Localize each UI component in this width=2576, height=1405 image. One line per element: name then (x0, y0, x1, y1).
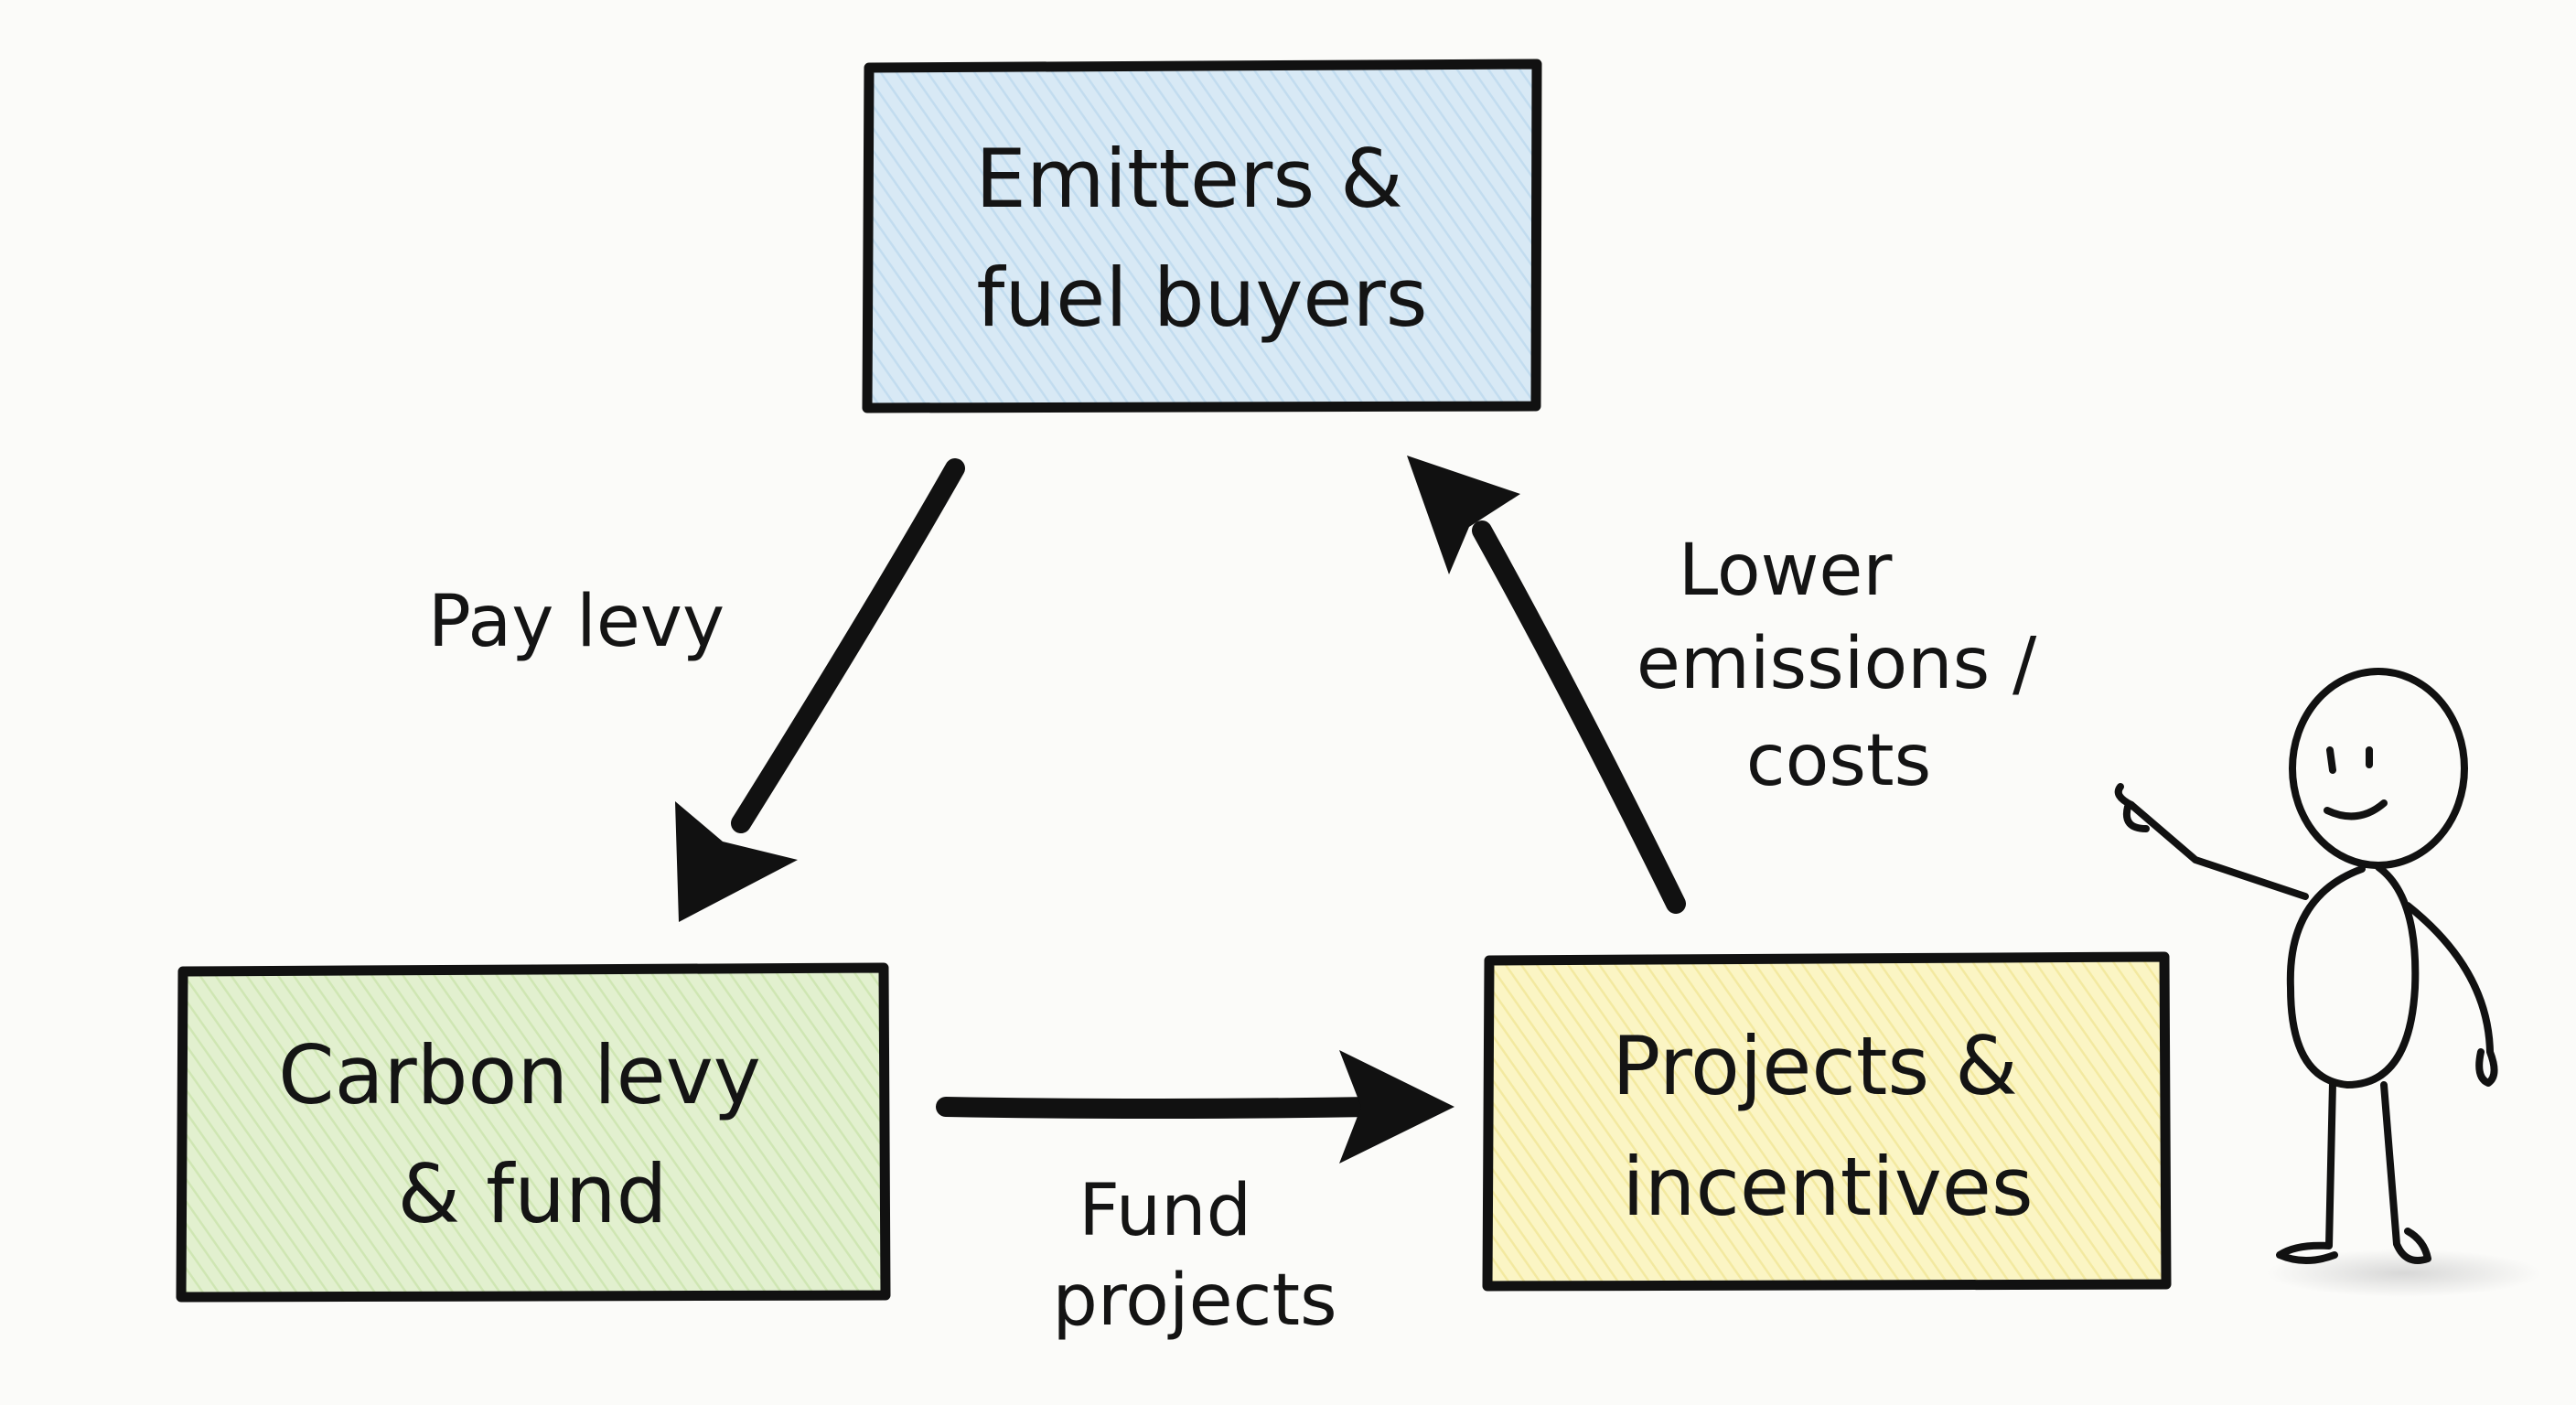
node-emitters: Emitters & fuel buyers (862, 59, 1542, 413)
node-projects-line-1: Projects & (1612, 1019, 2018, 1113)
presenter-leg-right (2380, 1081, 2431, 1264)
presenter-arm-right (2404, 902, 2498, 1087)
node-projects-box (1487, 959, 2166, 1286)
node-fund-box (181, 970, 884, 1295)
arrow-pay-levy-head (675, 801, 798, 922)
node-projects-label: Projects & incentives (1612, 1019, 2044, 1234)
node-projects-outline (1482, 951, 2172, 1292)
node-emitters-line-1: Emitters & (975, 132, 1403, 226)
node-fund-label: Carbon levy & fund (278, 1028, 787, 1241)
node-fund: Carbon levy & fund (176, 962, 891, 1303)
arrow-lower-emissions-head (1407, 456, 1520, 574)
node-emitters-label: Emitters & fuel buyers (975, 132, 1429, 345)
presenter-arm-left (2128, 801, 2309, 900)
presenter-shadow (2267, 1249, 2541, 1297)
edge-lower-emissions: Lower emissions / costs (1407, 456, 2059, 914)
edge-pay-levy: Pay levy (428, 458, 965, 922)
edge-lower-emissions-label: Lower emissions / costs (1637, 530, 2059, 802)
edge-pay-levy-line-1: Pay levy (428, 581, 724, 663)
edge-fund-projects-label: Fund projects (1052, 1170, 1336, 1342)
presenter-hand-left (2114, 783, 2150, 832)
edge-pay-levy-label: Pay levy (428, 581, 724, 663)
edge-lower-emissions-line-3: costs (1746, 720, 1931, 802)
node-fund-outline (176, 962, 891, 1303)
presenter-body (2286, 863, 2420, 1089)
arrow-fund-projects-head (1339, 1050, 1454, 1164)
presenter-face (2324, 746, 2388, 820)
arrow-lower-emissions-shaft (1472, 520, 1686, 914)
edge-fund-projects: Fund projects (936, 1050, 1454, 1342)
node-emitters-box (867, 66, 1535, 406)
node-fund-line-1: Carbon levy (278, 1028, 761, 1122)
edge-fund-projects-line-2: projects (1052, 1260, 1336, 1342)
presenter-figure (2114, 668, 2541, 1297)
node-emitters-line-2: fuel buyers (976, 251, 1427, 345)
presenter-leg-left (2276, 1079, 2338, 1264)
node-projects: Projects & incentives (1482, 951, 2172, 1292)
node-emitters-outline (862, 59, 1542, 413)
edge-lower-emissions-line-1: Lower (1679, 530, 1894, 612)
presenter-head (2289, 668, 2468, 869)
edge-lower-emissions-line-2: emissions / (1637, 623, 2037, 705)
arrow-pay-levy-shaft (731, 458, 965, 833)
node-fund-line-2: & fund (398, 1147, 668, 1241)
node-projects-line-2: incentives (1622, 1140, 2034, 1234)
edge-fund-projects-line-1: Fund (1079, 1170, 1251, 1252)
arrow-fund-projects-shaft (936, 1097, 1382, 1119)
